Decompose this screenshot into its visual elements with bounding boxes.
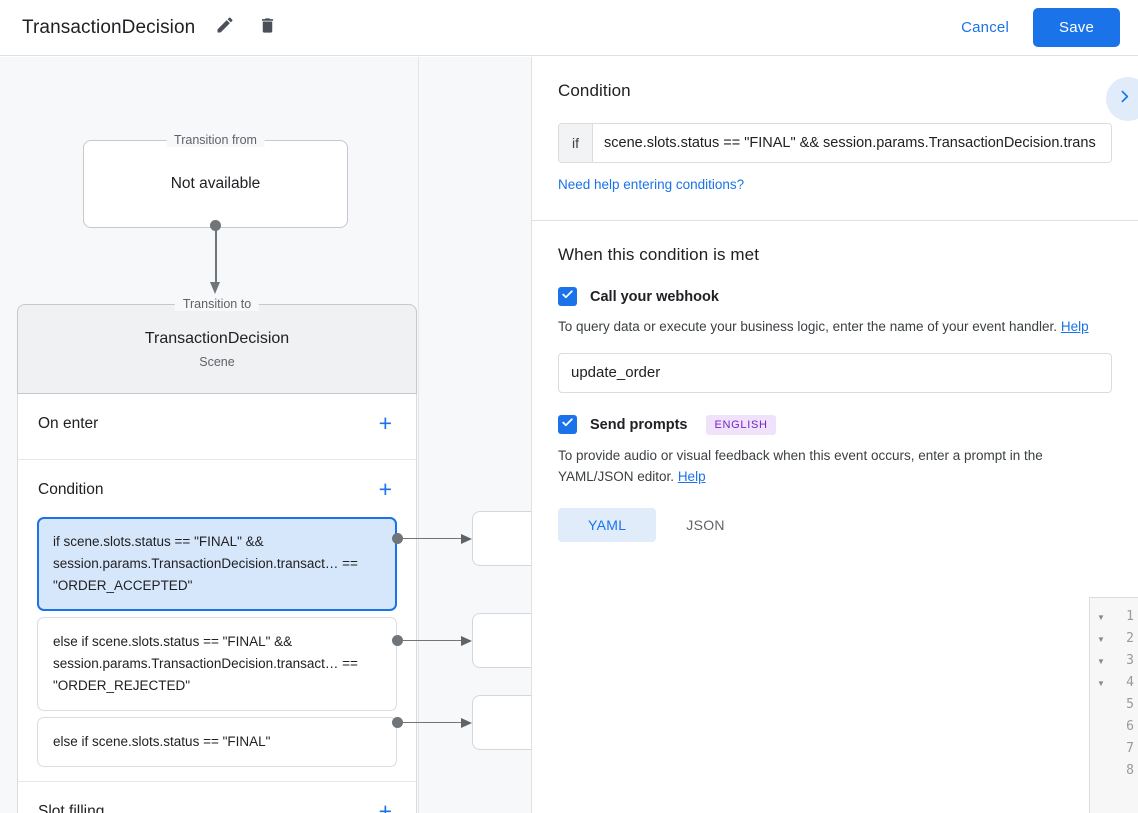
line-number: 5	[1126, 697, 1134, 712]
webhook-help-link[interactable]: Help	[1060, 319, 1089, 334]
condition-expression-input[interactable]	[593, 124, 1111, 162]
target-stub-1[interactable]	[472, 511, 531, 566]
if-prefix-label: if	[559, 124, 593, 162]
send-prompts-row: Send prompts ENGLISH	[558, 414, 1112, 435]
fold-toggle-icon[interactable]: ▼	[1097, 656, 1105, 666]
when-condition-met-heading: When this condition is met	[558, 245, 760, 264]
connector-2-arrowhead-icon	[461, 635, 472, 646]
fold-toggle-icon[interactable]: ▼	[1097, 634, 1105, 644]
line-number: 6	[1126, 719, 1134, 734]
condition-input-row: if	[558, 123, 1112, 163]
line-number: 4	[1126, 675, 1134, 690]
scene-canvas: Transition from Not available Transition…	[0, 57, 531, 813]
line-number: 3	[1126, 653, 1134, 668]
add-on-enter-button[interactable]: +	[378, 410, 392, 436]
condition-card-3[interactable]: else if scene.slots.status == "FINAL"	[37, 717, 397, 767]
transition-arrow	[210, 220, 222, 298]
condition-heading: Condition	[558, 81, 631, 100]
expand-panel-button[interactable]	[1106, 77, 1138, 121]
transition-to-box: Transition to TransactionDecision Scene	[17, 297, 417, 394]
line-number: 8	[1126, 763, 1134, 778]
editor-format-tabs: YAML JSON	[558, 507, 1112, 542]
check-icon	[561, 288, 574, 306]
save-button[interactable]: Save	[1033, 8, 1120, 47]
send-prompts-checkbox[interactable]	[558, 415, 577, 435]
fold-toggle-icon[interactable]: ▼	[1097, 678, 1105, 688]
prompts-description: To provide audio or visual feedback when…	[558, 446, 1112, 488]
chevron-right-icon	[1121, 88, 1133, 110]
section-on-enter-header: On enter +	[18, 394, 416, 445]
panel-divider-1	[532, 220, 1138, 221]
connector-2-line	[397, 640, 467, 642]
section-slot-filling-title: Slot filling	[38, 802, 105, 813]
call-webhook-row: Call your webhook	[558, 287, 1112, 306]
send-prompts-label: Send prompts	[590, 416, 688, 433]
tab-yaml[interactable]: YAML	[558, 507, 657, 542]
condition-section-header: Condition	[558, 57, 1112, 101]
webhook-description-text: To query data or execute your business l…	[558, 319, 1058, 334]
section-slot-filling-header: Slot filling +	[18, 782, 416, 813]
transition-to-type: Scene	[199, 354, 235, 369]
add-slot-filling-button[interactable]: +	[378, 798, 392, 813]
transition-from-value: Not available	[170, 175, 261, 192]
prompts-description-text: To provide audio or visual feedback when…	[558, 447, 1043, 484]
language-badge: ENGLISH	[706, 414, 776, 435]
webhook-handler-input[interactable]	[558, 352, 1112, 393]
arrow-line	[215, 226, 217, 284]
line-number: 2	[1126, 631, 1134, 646]
edit-title-button[interactable]	[213, 16, 237, 40]
need-help-conditions-link[interactable]: Need help entering conditions?	[558, 177, 745, 192]
delete-button[interactable]	[255, 16, 279, 40]
editor-fold-column: ▼ ▼ ▼ ▼	[1090, 598, 1112, 813]
connector-1-line	[397, 538, 467, 540]
section-on-enter: On enter +	[18, 394, 416, 460]
call-webhook-checkbox[interactable]	[558, 287, 577, 306]
check-icon	[561, 416, 574, 434]
top-bar: TransactionDecision Cancel Save	[0, 0, 1138, 56]
section-on-enter-title: On enter	[38, 414, 99, 432]
editor-line-numbers: 1 2 3 4 5 6 7 8	[1112, 598, 1138, 813]
fold-toggle-icon[interactable]: ▼	[1097, 612, 1105, 622]
top-bar-actions: Cancel Save	[951, 8, 1120, 47]
call-webhook-label: Call your webhook	[590, 288, 719, 305]
transition-to-legend: Transition to	[174, 297, 260, 311]
condition-card-1[interactable]: if scene.slots.status == "FINAL" && sess…	[37, 517, 397, 611]
pencil-icon	[215, 15, 235, 40]
arrow-start-dot	[210, 220, 221, 231]
arrow-head-icon	[210, 282, 220, 294]
section-slot-filling: Slot filling + Slot validation	[18, 782, 416, 813]
target-stub-2[interactable]	[472, 613, 531, 668]
prompts-help-link[interactable]: Help	[677, 468, 706, 484]
line-number: 7	[1126, 741, 1134, 756]
section-condition-header: Condition +	[18, 460, 416, 511]
transition-from-box: Transition from Not available	[83, 133, 348, 228]
connector-1-arrowhead-icon	[461, 533, 472, 544]
connector-3-line	[397, 722, 467, 724]
line-number: 1	[1126, 609, 1134, 624]
page-title: TransactionDecision	[22, 16, 196, 38]
section-condition: Condition + if scene.slots.status == "FI…	[18, 460, 416, 782]
canvas-divider	[418, 57, 419, 813]
condition-section: Condition if Need help entering conditio…	[532, 57, 1138, 542]
section-condition-title: Condition	[38, 480, 104, 498]
add-condition-button[interactable]: +	[378, 476, 392, 502]
transition-to-name: TransactionDecision	[144, 329, 290, 347]
target-stub-3[interactable]	[472, 695, 531, 750]
trash-icon	[258, 16, 277, 40]
webhook-description: To query data or execute your business l…	[558, 317, 1112, 338]
details-panel: Condition if Need help entering conditio…	[531, 57, 1138, 813]
scene-sections: On enter + Condition + if scene.slots.st…	[17, 394, 417, 813]
connector-3-arrowhead-icon	[461, 717, 472, 728]
condition-card-2[interactable]: else if scene.slots.status == "FINAL" &&…	[37, 617, 397, 711]
cancel-button[interactable]: Cancel	[951, 10, 1019, 45]
scene-card: Transition to TransactionDecision Scene …	[17, 297, 417, 813]
tab-json[interactable]: JSON	[686, 516, 725, 533]
transition-from-legend: Transition from	[166, 133, 265, 147]
